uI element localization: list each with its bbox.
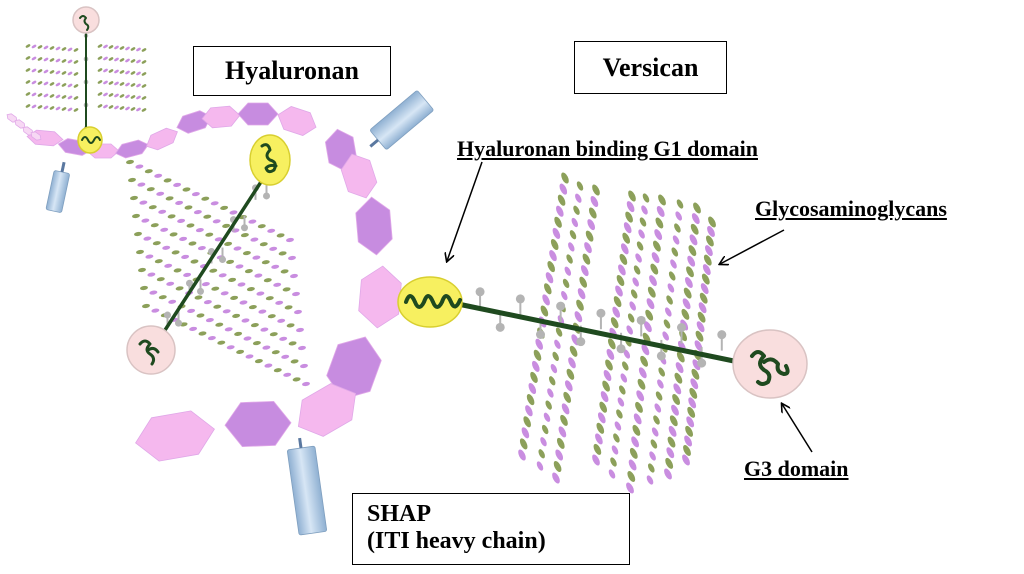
g3-arrow [782, 404, 813, 453]
gag-chain [626, 194, 666, 494]
gag-chain [25, 104, 79, 112]
hyaluronan-unit [201, 105, 241, 129]
g3-domain [732, 329, 808, 399]
gag-chain [592, 190, 636, 466]
gag-chain [132, 213, 300, 297]
g3-domain-label: G3 domain [744, 456, 849, 481]
gag-chain [97, 92, 147, 100]
gag-chain [128, 177, 296, 261]
gag-chain [25, 80, 79, 88]
g1-arrow [447, 161, 483, 261]
gag-chain [97, 68, 147, 76]
g1-domain [249, 134, 291, 186]
g1-domain [77, 126, 103, 154]
gag-chain [552, 184, 600, 484]
g3-domain [72, 6, 100, 34]
gag-arrow [720, 229, 785, 264]
shap-label: SHAP (ITI heavy chain) [352, 493, 630, 565]
hyaluronan-unit [358, 265, 402, 329]
hyaluronan-unit [237, 102, 279, 126]
gag-chain [608, 193, 650, 479]
label-arrows [447, 161, 813, 453]
hyaluronan-unit [135, 410, 215, 462]
gag-chain [97, 56, 147, 64]
g1-domain [397, 276, 463, 328]
glycosaminoglycan-chains [25, 44, 716, 494]
hyaluronan-unit [146, 127, 178, 151]
gag-chain [97, 80, 147, 88]
versican-core-proteins [85, 25, 761, 369]
hyaluronan-unit [14, 119, 26, 129]
gag-chain [536, 181, 584, 471]
versican-core-protein [455, 301, 761, 369]
hyaluronan-unit [340, 153, 378, 199]
protein-domains [72, 6, 808, 399]
gag-chain [682, 216, 716, 466]
gag-chain [97, 44, 147, 52]
glycosaminoglycans-label: Glycosaminoglycans [755, 196, 947, 221]
hyaluronan-unit [30, 131, 42, 141]
shap-cylinders [45, 90, 434, 536]
g3-domain [126, 325, 176, 375]
gag-chain [25, 56, 79, 64]
shap-label-line1: SHAP [367, 501, 432, 527]
gag-chain [25, 68, 79, 76]
versican-label: Versican [574, 41, 727, 94]
shap-label-line2: (ITI heavy chain) [367, 528, 546, 554]
hyaluronan-unit [297, 383, 357, 437]
linker-stubs [475, 287, 747, 375]
shap-cylinder [286, 437, 327, 536]
hyaluronan-unit [224, 400, 292, 448]
gag-chain [138, 267, 306, 351]
hyaluronan-unit [114, 139, 150, 159]
shap-cylinder [45, 161, 70, 213]
gag-chain [25, 92, 79, 100]
hyaluronan-unit [277, 106, 317, 136]
linker-stubs [83, 33, 747, 375]
hyaluronan-unit [355, 196, 393, 256]
hyaluronan-label: Hyaluronan [193, 46, 391, 96]
gag-chain [134, 231, 302, 315]
gag-chain [136, 249, 304, 333]
gag-chain [25, 44, 79, 52]
g1-domain-label: Hyaluronan binding G1 domain [457, 136, 758, 161]
hyaluronan-chain [6, 102, 402, 462]
shap-cylinder [369, 90, 434, 150]
linker-stubs [164, 183, 270, 328]
gag-chain [126, 159, 294, 243]
versican-core-protein [154, 166, 272, 346]
gag-chain [130, 195, 298, 279]
gag-chain [97, 104, 147, 112]
